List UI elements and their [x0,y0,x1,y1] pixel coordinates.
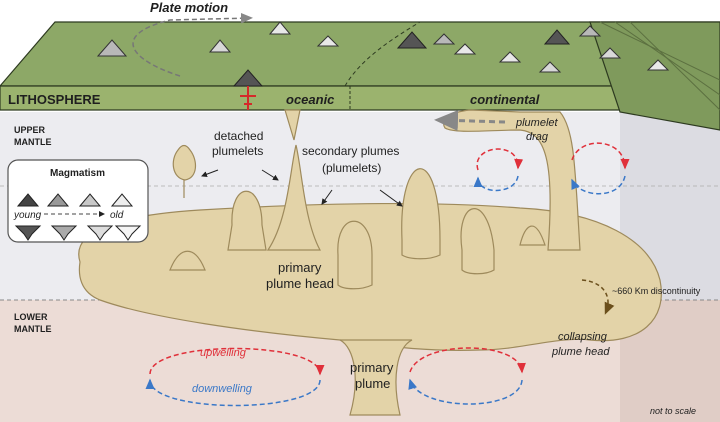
secondary-label-2: (plumelets) [322,161,381,175]
collapsing-arrow [581,279,615,315]
collapsing-label-1: collapsing [558,331,608,343]
upper-mantle-label-2: MANTLE [14,137,52,147]
plume-body [78,109,662,416]
lithosphere-slab [0,21,720,131]
secondary-label-1: secondary plumes [302,144,399,158]
legend-title: Magmatism [50,168,105,179]
magmatism-legend [7,159,149,243]
primary-plume-label-2: plume [355,376,390,391]
detached-label-1: detached [214,129,263,143]
plumelet-drag-arrow [434,110,506,132]
lower-mantle-label-2: MANTLE [14,324,52,334]
legend-old: old [110,210,124,221]
feeder-dike [240,86,256,110]
upper-mantle-label-1: UPPER [14,125,46,135]
oceanic-label: oceanic [286,92,335,107]
lower-mantle-label-1: LOWER [14,312,48,322]
plumelet-drag-label-2: drag [526,131,549,143]
continental-label: continental [470,92,540,107]
downwelling-label: downwelling [192,383,253,395]
discontinuity-label: ~660 Km discontinuity [612,286,701,296]
primary-head-label-1: primary [278,260,322,275]
plumelet-drag-label-1: plumelet [515,117,559,129]
plate-motion-label: Plate motion [150,0,228,15]
detached-label-2: plumelets [212,144,263,158]
not-to-scale-label: not to scale [650,406,696,416]
legend-young: young [13,210,42,221]
surface-volcanoes [96,21,670,87]
collapsing-label-2: plume head [551,346,610,358]
plate-motion-arrow [132,12,253,77]
convection-loops [145,142,630,407]
upwelling-label: upwelling [200,347,247,359]
lithosphere-label: LITHOSPHERE [8,92,101,107]
primary-plume-label-1: primary [350,360,394,375]
primary-head-label-2: plume head [266,276,334,291]
pointer-arrows [201,169,403,207]
